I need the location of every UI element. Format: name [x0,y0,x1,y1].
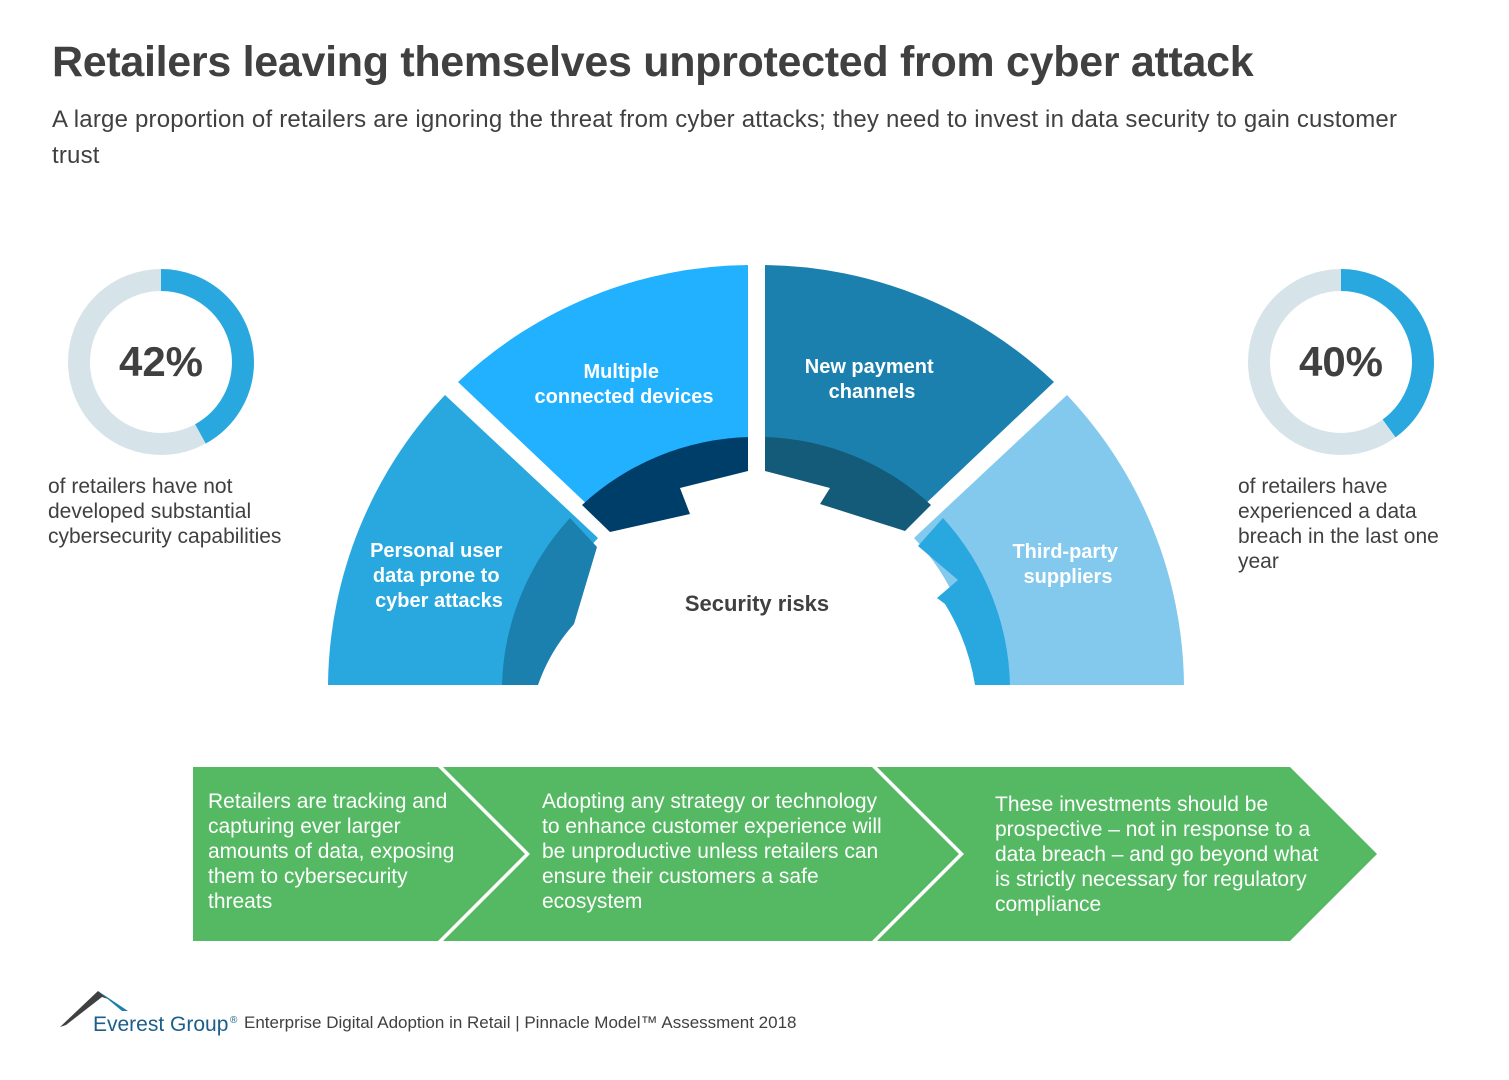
stat-ring-left: 42% [68,269,254,455]
gauge-label-third-party: Third-party suppliers [1012,541,1123,588]
page-title: Retailers leaving themselves unprotected… [52,38,1254,86]
stat-description-left: of retailers have not developed substant… [48,475,282,548]
flow-step-2-text: Adopting any strategy or technology to e… [542,790,882,913]
gauge-inner-arc-1 [502,518,597,685]
gauge-inner-arc-4 [918,518,1010,685]
flow-step-3 [877,767,1377,941]
registered-mark: ® [230,1015,238,1026]
gauge-center-label: Security risks [685,591,829,616]
gauge-inner-arc-2 [582,437,748,532]
gauge-inner-arc-3 [765,437,931,531]
everest-logo: Everest Group ® [60,991,238,1036]
stat-value: 42% [119,338,203,385]
mountain-icon [60,991,108,1027]
security-risks-gauge: Personal user data prone to cyber attack… [328,265,1184,685]
gauge-label-payment-channels: New payment channels [805,356,940,403]
ring-progress [68,269,254,455]
footer-report-name: Enterprise Digital Adoption in Retail | … [244,1013,797,1032]
gauge-label-personal-data: Personal user data prone to cyber attack… [370,540,508,612]
gauge-label-connected-devices: Multiple connected devices [535,361,714,408]
logo-text: Everest Group [93,1013,228,1036]
stat-value: 40% [1299,338,1383,385]
ring-progress [1248,269,1434,455]
flow-step-1-text: Retailers are tracking and capturing eve… [208,790,455,913]
flow-step-2 [443,767,959,941]
flow-chevrons [193,767,1377,941]
flow-step-3-text: These investments should be prospective … [995,793,1319,916]
stat-description-right: of retailers have experienced a data bre… [1238,475,1439,573]
stat-ring-right: 40% [1248,269,1434,455]
mountain-ridge-icon [98,991,128,1011]
flow-step-1 [193,767,525,941]
page-subtitle: A large proportion of retailers are igno… [52,106,1398,169]
